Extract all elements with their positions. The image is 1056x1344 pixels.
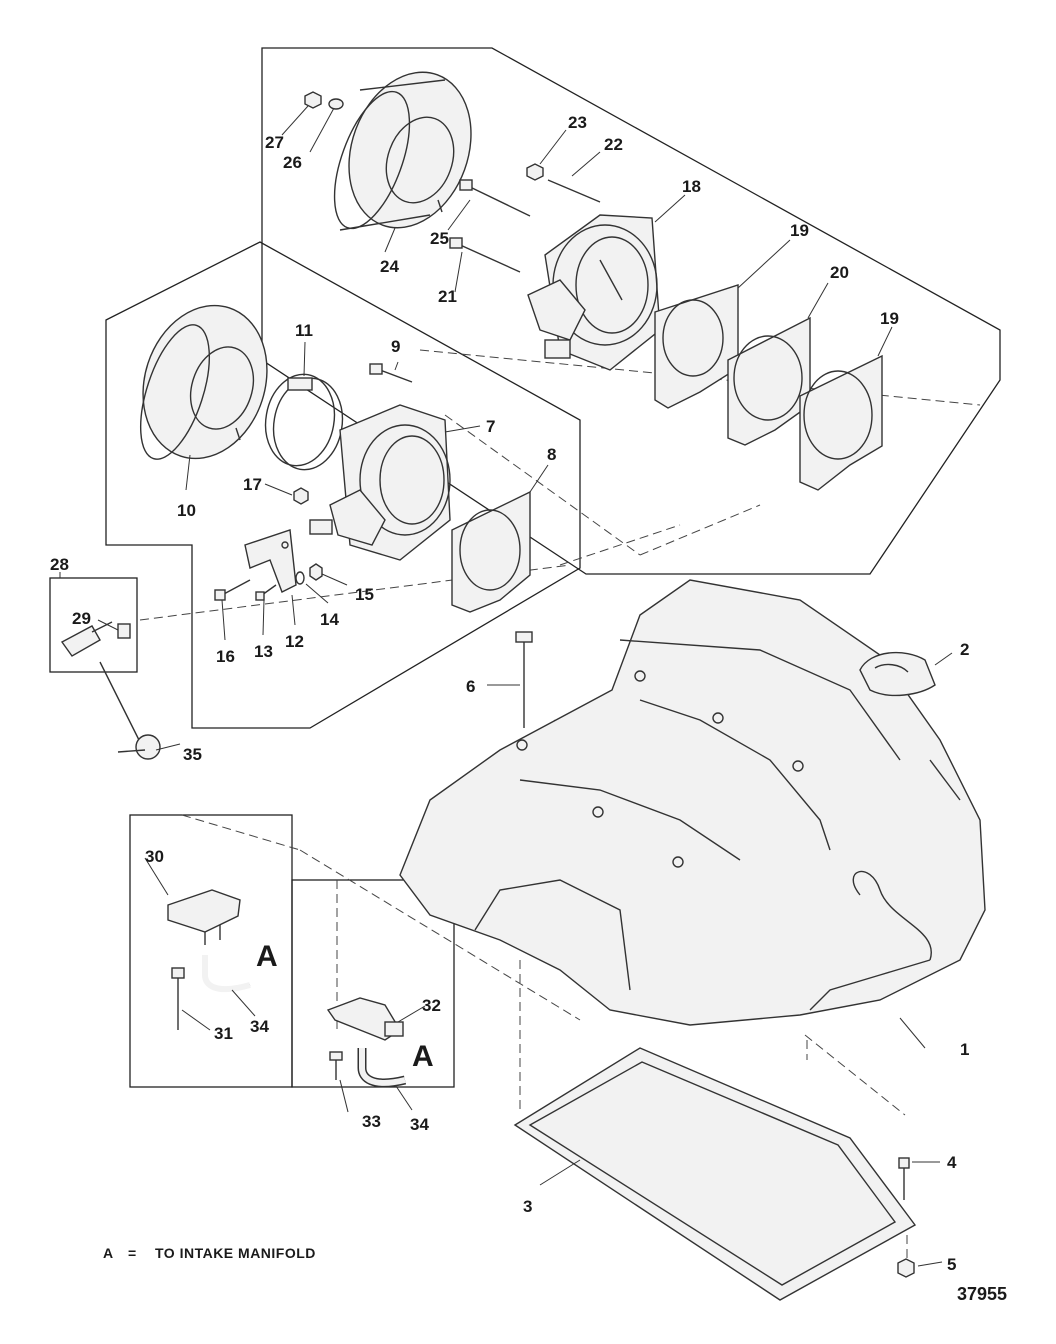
bolt-35 — [99, 661, 161, 760]
callout-24: 24 — [380, 257, 399, 276]
callout-3: 3 — [523, 1197, 532, 1216]
screw-16 — [214, 579, 251, 601]
callout-34a: 34 — [250, 1017, 269, 1036]
callout-10: 10 — [177, 501, 196, 520]
screw-31 — [171, 967, 185, 1030]
callout-13: 13 — [254, 642, 273, 661]
callout-22: 22 — [604, 135, 623, 154]
callout-11: 11 — [295, 321, 313, 340]
middle-kit-box — [105, 241, 581, 729]
callout-9: 9 — [391, 337, 400, 356]
callout-20: 20 — [830, 263, 849, 282]
callout-29: 29 — [72, 609, 91, 628]
callout-33: 33 — [362, 1112, 381, 1131]
upper-kit-box — [261, 47, 1001, 575]
nut-27 — [304, 91, 322, 109]
callout-26: 26 — [283, 153, 302, 172]
nut-17 — [293, 487, 309, 505]
callout-34b: 34 — [410, 1115, 429, 1134]
fitting-box — [49, 577, 138, 673]
nut-23 — [526, 163, 544, 181]
callout-5: 5 — [947, 1255, 956, 1274]
callout-31: 31 — [214, 1024, 233, 1043]
hose-34-left — [202, 955, 251, 993]
air-filter-upper — [333, 71, 472, 231]
callout-27: 27 — [265, 133, 284, 152]
callout-18: 18 — [682, 177, 701, 196]
sensor-30 — [167, 889, 241, 945]
bracket-2 — [859, 651, 936, 697]
screw-33 — [329, 1051, 343, 1080]
callout-23: 23 — [568, 113, 587, 132]
callout-17: 17 — [243, 475, 262, 494]
callout-25: 25 — [430, 229, 449, 248]
hose-34-right — [357, 1048, 407, 1088]
gasket-8 — [451, 490, 531, 613]
callout-12: 12 — [285, 632, 304, 651]
callout-32: 32 — [422, 996, 441, 1015]
throttle-body-middle — [309, 404, 451, 561]
sensor-32 — [326, 997, 404, 1041]
bolt-6 — [515, 631, 533, 728]
bolt-21 — [449, 237, 521, 273]
legend-equals: = — [128, 1245, 137, 1261]
nut-5 — [897, 1258, 915, 1278]
legend-key: A — [103, 1245, 114, 1261]
gasket-20 — [727, 316, 811, 446]
figure-number: 37955 — [957, 1284, 1007, 1304]
stud-4 — [898, 1157, 910, 1200]
connector-a-right: A — [412, 1040, 434, 1073]
callout-15: 15 — [355, 585, 374, 604]
callout-30: 30 — [145, 847, 164, 866]
connector-a-left: A — [256, 940, 278, 973]
callout-35: 35 — [183, 745, 202, 764]
screw-13 — [255, 584, 277, 601]
gasket-19a — [654, 284, 739, 409]
plenum-1 — [399, 579, 986, 1026]
legend: A = TO INTAKE MANIFOLD — [103, 1245, 316, 1261]
washer-14 — [295, 571, 305, 585]
legend-text: TO INTAKE MANIFOLD — [155, 1245, 316, 1261]
gasket-19b — [799, 354, 883, 491]
air-filter-middle — [139, 304, 268, 460]
callout-1: 1 — [960, 1040, 969, 1059]
callout-6: 6 — [466, 677, 475, 696]
callout-19b: 19 — [880, 309, 899, 328]
callout-2: 2 — [960, 640, 969, 659]
callout-16: 16 — [216, 647, 235, 666]
callout-14: 14 — [320, 610, 339, 629]
callout-4: 4 — [947, 1153, 957, 1172]
sensor-box-right — [291, 879, 455, 1088]
hose-clamp — [264, 373, 344, 471]
bolt-25 — [459, 179, 531, 217]
nut-15 — [309, 563, 323, 581]
callout-21: 21 — [438, 287, 457, 306]
throttle-body-upper — [527, 214, 661, 371]
bracket-12 — [244, 529, 297, 593]
callout-labels: 1 2 3 4 5 6 7 8 9 10 11 12 13 14 15 16 1… — [50, 113, 969, 1274]
gasket-3 — [513, 1047, 917, 1301]
washer-26 — [328, 98, 344, 110]
leader-lines — [59, 105, 953, 1267]
stud-22 — [547, 179, 601, 203]
bolt-9 — [369, 363, 413, 383]
callout-8: 8 — [547, 445, 556, 464]
callout-19a: 19 — [790, 221, 809, 240]
fitting-29 — [60, 621, 131, 657]
callout-7: 7 — [486, 417, 495, 436]
callout-28: 28 — [50, 555, 69, 574]
